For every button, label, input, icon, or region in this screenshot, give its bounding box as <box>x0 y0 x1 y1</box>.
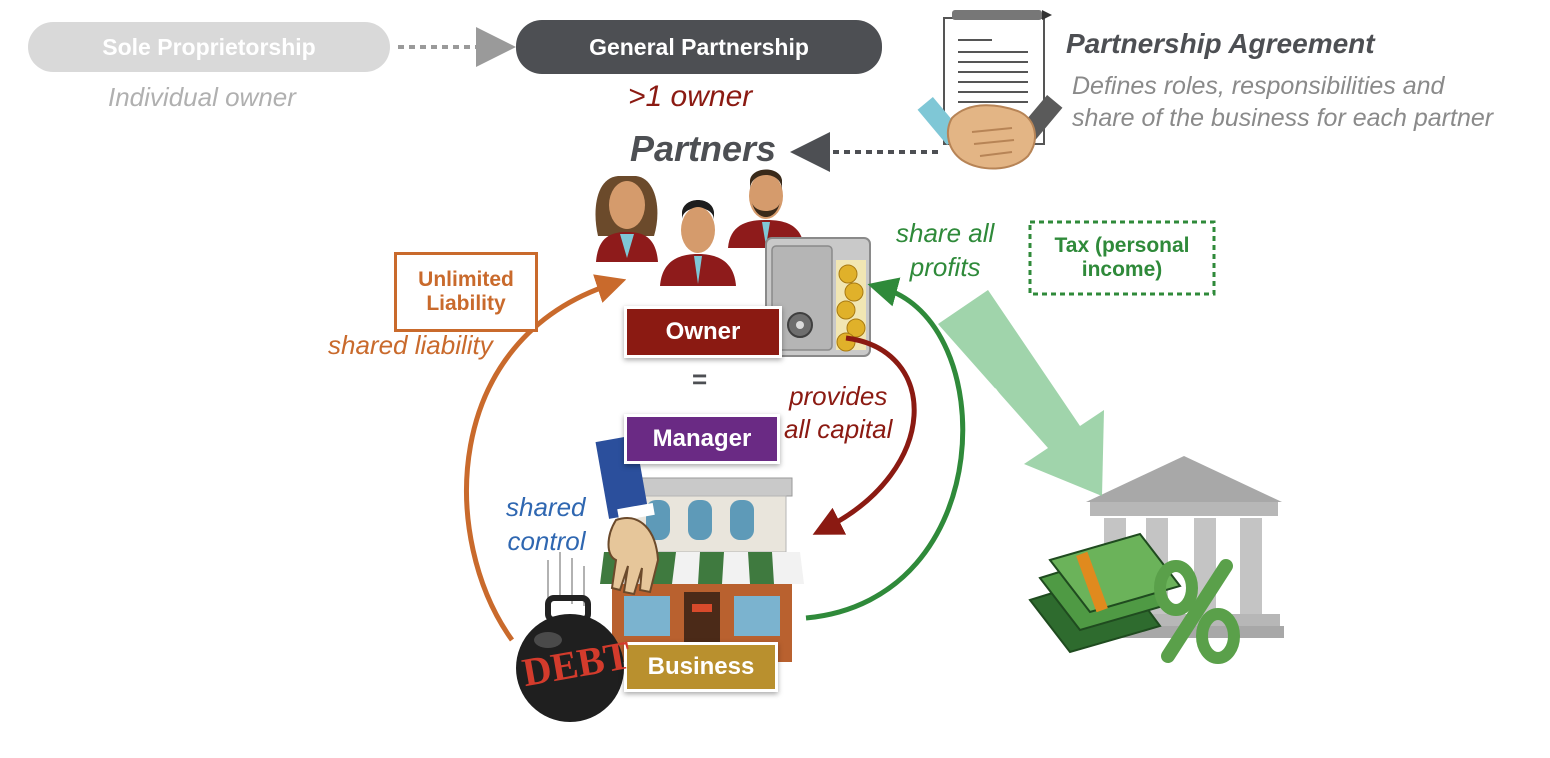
agreement-description-line1: Defines roles, responsibilities and <box>1072 72 1445 100</box>
general-partnership-label: General Partnership <box>589 33 809 60</box>
equals-sign: = <box>692 364 708 394</box>
capital-arrow <box>812 335 917 535</box>
share-profits-line2: profits <box>909 252 981 282</box>
shared-control-line2: control <box>507 526 586 556</box>
owner-label-box: Owner <box>624 306 782 358</box>
sole-subtitle: Individual owner <box>108 82 296 112</box>
general-subtitle: >1 owner <box>628 80 753 113</box>
provides-capital-line2: all capital <box>784 414 893 444</box>
handshake-icon <box>917 94 1063 170</box>
business-label-box: Business <box>624 642 778 692</box>
share-profits-caption: share all profits <box>896 216 994 284</box>
business-label: Business <box>647 653 755 680</box>
owner-label: Owner <box>665 318 741 345</box>
partner-man-bearded-icon <box>728 169 804 248</box>
debt-ball-icon <box>516 552 624 722</box>
provides-capital-line1: provides <box>789 381 888 411</box>
tax-box-border <box>1028 220 1216 296</box>
tax-box-line1: Tax (personal <box>1054 234 1190 257</box>
shared-control-line1: shared <box>506 492 586 522</box>
partner-woman-icon <box>595 176 658 262</box>
manager-label-box: Manager <box>624 414 780 464</box>
unlimited-liability-box: Unlimited Liability <box>394 252 538 332</box>
unlimited-liability-line2: Liability <box>426 292 506 315</box>
agreement-description-line2: share of the business for each partner <box>1072 104 1494 132</box>
shared-control-caption: shared control <box>506 490 586 558</box>
tax-arrow <box>938 290 1104 496</box>
general-partnership-pill: General Partnership <box>516 20 882 74</box>
unlimited-liability-line1: Unlimited <box>418 268 514 291</box>
partner-man-center-icon <box>660 200 736 286</box>
share-profits-line1: share all <box>896 218 995 248</box>
tax-personal-income-box: Tax (personal income) <box>1033 225 1211 291</box>
liability-arrow <box>464 274 627 642</box>
manager-label: Manager <box>652 425 752 452</box>
tax-box-line2: income) <box>1081 258 1163 281</box>
shared-liability-caption: shared liability <box>328 330 493 360</box>
profit-arrow <box>805 277 966 621</box>
provides-capital-caption: provides all capital <box>784 380 892 446</box>
partners-label: Partners <box>630 128 777 169</box>
safe-icon <box>765 237 871 357</box>
sole-proprietorship-pill: Sole Proprietorship <box>28 22 390 72</box>
sole-proprietorship-label: Sole Proprietorship <box>102 33 316 60</box>
agreement-title: Partnership Agreement <box>1066 28 1375 59</box>
percent-icon <box>1154 559 1240 664</box>
money-stack-icon <box>1028 532 1182 654</box>
